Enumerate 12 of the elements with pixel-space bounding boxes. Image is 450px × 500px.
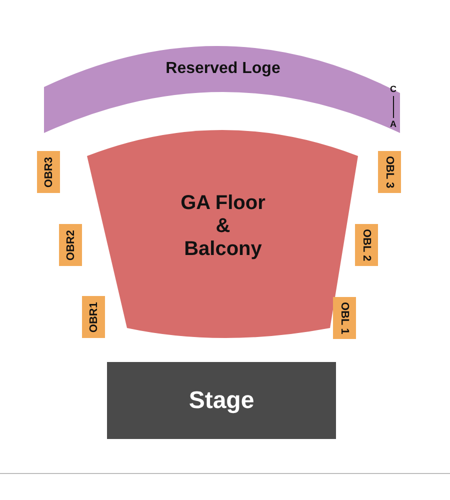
section-label: GA Floor & Balcony: [180, 192, 266, 261]
box-seat-tag: OBR1: [82, 296, 105, 338]
row-label: C: [390, 85, 396, 94]
box-seat-tag: OBR3: [37, 151, 60, 193]
box-seat-tag: OBL 2: [355, 224, 378, 266]
box-seat-tag: OBR2: [59, 224, 82, 266]
row-label: A: [390, 120, 396, 129]
section-label: Reserved Loge: [164, 60, 282, 78]
box-seat-tag: OBL 3: [378, 151, 401, 193]
stage-label: Stage: [188, 386, 254, 414]
box-seat-tag: OBL 1: [333, 297, 356, 339]
stage-block: [107, 362, 336, 439]
